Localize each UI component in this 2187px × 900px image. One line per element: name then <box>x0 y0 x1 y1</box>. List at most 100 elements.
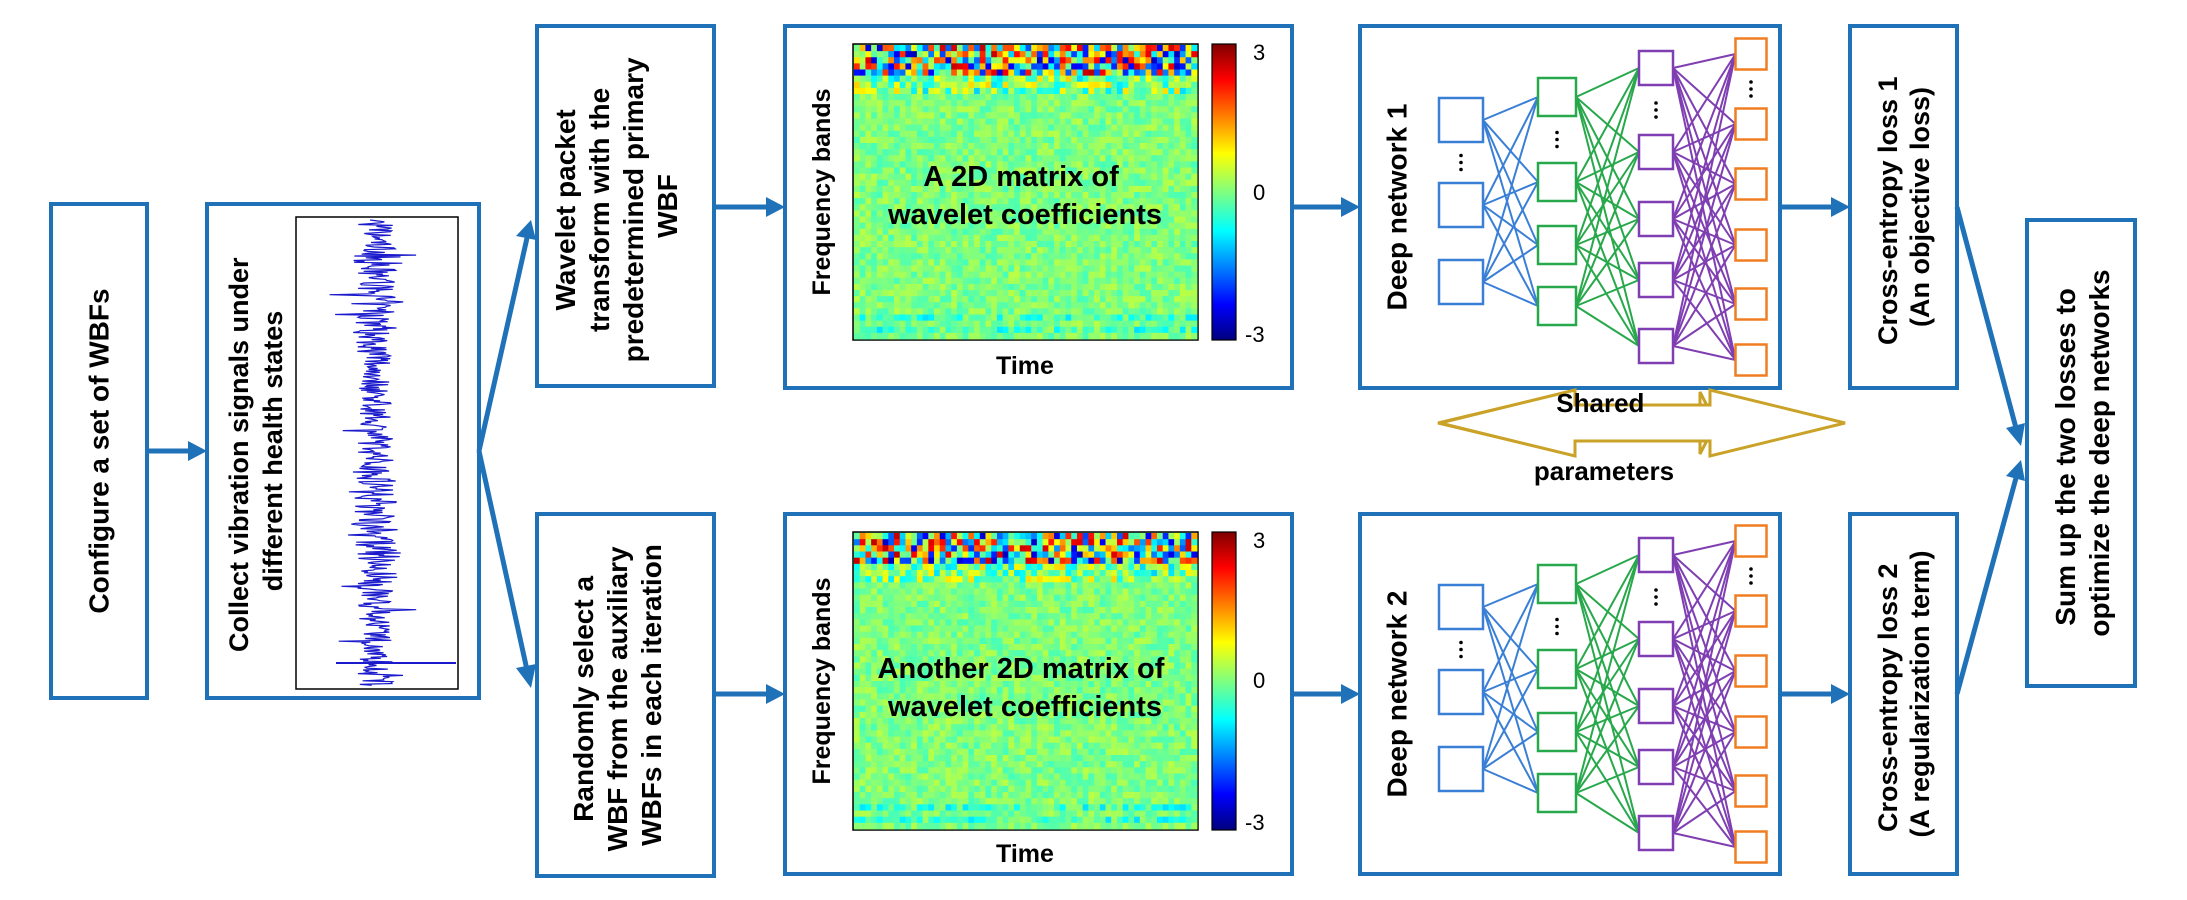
heatmap-cell <box>951 736 958 744</box>
heatmap-cell <box>1036 112 1044 119</box>
heatmap-cell <box>962 711 969 719</box>
heatmap-cell <box>1076 730 1084 737</box>
heatmap-cell <box>1174 308 1181 315</box>
heatmap-cell <box>916 290 923 297</box>
heatmap-cell <box>1191 668 1198 676</box>
heatmap-cell <box>1128 130 1135 138</box>
heatmap-cell <box>1019 265 1026 273</box>
heatmap-cell <box>968 705 975 713</box>
heatmap-cell <box>1116 607 1124 614</box>
heatmap-cell <box>922 533 929 540</box>
heatmap-cell <box>1088 718 1095 725</box>
heatmap-cell <box>1122 100 1129 107</box>
heatmap-cell <box>894 570 901 577</box>
heatmap-cell <box>1071 271 1078 279</box>
heatmap-cell <box>1099 533 1106 540</box>
heatmap-cell <box>956 290 964 297</box>
heatmap-cell <box>876 326 883 334</box>
heatmap-cell <box>945 124 952 132</box>
heatmap-cell <box>859 736 866 744</box>
heatmap-cell <box>1168 308 1175 315</box>
heatmap-cell <box>928 557 935 565</box>
heatmap-cell <box>934 63 941 70</box>
heatmap-cell <box>968 736 975 744</box>
heatmap-cell <box>1014 705 1021 713</box>
heatmap-cell <box>1014 130 1021 138</box>
heatmap-cell <box>1059 192 1066 199</box>
heatmap-cell <box>928 699 935 707</box>
heatmap-cell <box>1145 87 1152 95</box>
heatmap-cell <box>934 563 941 571</box>
heatmap-cell <box>1088 290 1095 297</box>
heatmap-cell <box>1014 637 1021 645</box>
heatmap-cell <box>1116 533 1124 540</box>
heatmap-cell <box>1082 290 1089 297</box>
heatmap-cell <box>1031 674 1038 682</box>
heatmap-cell <box>1116 155 1124 162</box>
heatmap-cell <box>1191 588 1198 596</box>
heatmap-cell <box>1036 124 1044 132</box>
heatmap-cell <box>916 326 923 334</box>
heatmap-cell <box>1185 724 1192 731</box>
heatmap-cell <box>974 600 981 608</box>
heatmap-cell <box>1139 674 1146 682</box>
heatmap-cell <box>1031 742 1038 750</box>
heatmap-cell <box>1128 613 1135 620</box>
heatmap-cell <box>1014 644 1021 651</box>
heatmap-cell <box>962 326 969 334</box>
heatmap-cell <box>899 711 906 719</box>
heatmap-cell <box>1116 705 1124 713</box>
heatmap-cell <box>979 69 986 77</box>
heatmap-cell <box>1105 259 1112 266</box>
heatmap-cell <box>928 179 935 187</box>
heatmap-cell <box>888 204 895 211</box>
heatmap-cell <box>951 198 958 205</box>
heatmap-cell <box>1105 265 1112 273</box>
heatmap-cell <box>1008 718 1015 725</box>
heatmap-cell <box>1116 570 1124 577</box>
heatmap-cell <box>979 149 986 156</box>
heatmap-cell <box>1191 69 1198 77</box>
heatmap-cell <box>1162 693 1169 700</box>
heatmap-cell <box>1134 314 1141 322</box>
heatmap-cell <box>1054 711 1061 719</box>
heatmap-cell <box>1139 271 1146 279</box>
heatmap-cell <box>996 222 1004 230</box>
heatmap-cell <box>1048 656 1055 663</box>
heatmap-cell <box>939 198 946 205</box>
heatmap-cell <box>1179 118 1186 126</box>
heatmap-cell <box>899 253 906 260</box>
heatmap-cell <box>1191 724 1198 731</box>
heatmap-cell <box>1071 277 1078 285</box>
heatmap-cell <box>1071 210 1078 217</box>
heatmap-cell <box>911 607 918 614</box>
heatmap-cell <box>934 94 941 101</box>
heatmap-cell <box>1065 718 1072 725</box>
heatmap-cell <box>1099 45 1106 52</box>
heatmap-cell <box>1185 662 1192 670</box>
heatmap-cell <box>985 124 992 132</box>
heatmap-cell <box>882 210 889 217</box>
heatmap-cell <box>876 204 883 211</box>
heatmap-cell <box>1139 320 1146 328</box>
heatmap-cell <box>1008 69 1015 77</box>
heatmap-cell <box>1191 173 1198 181</box>
heatmap-cell <box>859 600 866 608</box>
heatmap-cell <box>1019 216 1026 224</box>
heatmap-cell <box>1054 570 1061 577</box>
heatmap-cell <box>979 650 986 657</box>
heatmap-cell <box>1122 130 1129 138</box>
heatmap-cell <box>1014 551 1021 559</box>
heatmap-cell <box>1105 582 1112 589</box>
heatmap-cell <box>1082 155 1089 162</box>
heatmap-cell <box>1008 332 1015 340</box>
heatmap-cell <box>1174 57 1181 64</box>
heatmap-cell <box>1185 730 1192 737</box>
heatmap-cell <box>1134 63 1141 70</box>
heatmap-cell <box>1048 668 1055 676</box>
heatmap-cell <box>1071 533 1078 540</box>
heatmap-cell <box>1191 594 1198 602</box>
heatmap-cell <box>1179 51 1186 58</box>
heatmap-cell <box>1134 693 1141 700</box>
heatmap-cell <box>854 644 861 651</box>
